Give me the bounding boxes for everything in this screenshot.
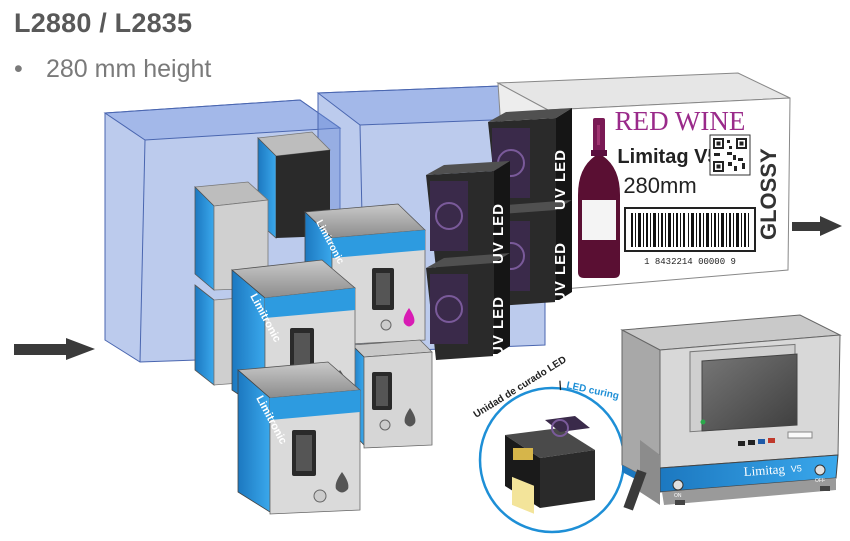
qr-code-icon bbox=[709, 134, 751, 176]
ink-drop-grey-icon bbox=[404, 408, 416, 427]
inset-caption-separator: | bbox=[558, 380, 562, 391]
arrow-right-icon bbox=[792, 216, 842, 236]
on-button[interactable] bbox=[672, 479, 684, 491]
arrow-right-icon bbox=[14, 338, 95, 360]
ink-drop-magenta-icon bbox=[403, 308, 415, 327]
label-model: Limitag V5 bbox=[617, 146, 718, 168]
wine-bottle-icon bbox=[578, 118, 620, 278]
barcode-icon bbox=[624, 207, 756, 252]
off-label: OFF bbox=[815, 478, 825, 484]
ink-drop-grey-icon bbox=[335, 472, 349, 493]
label-finish: GLOSSY bbox=[756, 148, 781, 240]
uv-led-unit-3 bbox=[426, 161, 510, 269]
barcode-number: 1 8432214 00000 9 bbox=[644, 257, 736, 267]
spec-bullet-text: 280 mm height bbox=[46, 55, 212, 83]
controller-key-1[interactable] bbox=[738, 441, 745, 446]
page-title: L2880 / L2835 bbox=[14, 8, 193, 38]
on-label: ON bbox=[674, 493, 682, 499]
limitag-controller bbox=[620, 314, 842, 511]
controller-key-2[interactable] bbox=[748, 440, 755, 445]
label-height: 280mm bbox=[623, 173, 696, 198]
uv-led-label-2: UV LED bbox=[552, 242, 569, 303]
led-curing-unit-inset bbox=[478, 386, 626, 534]
controller-version: V5 bbox=[790, 463, 802, 474]
label-product-name: RED WINE bbox=[615, 106, 746, 136]
off-button[interactable] bbox=[814, 464, 826, 476]
spec-bullet: •280 mm height bbox=[14, 55, 212, 83]
controller-key-4[interactable] bbox=[768, 438, 775, 443]
controller-brand: Limitag bbox=[743, 461, 786, 479]
uv-led-unit-4 bbox=[426, 253, 510, 360]
controller-key-3[interactable] bbox=[758, 439, 765, 444]
controller-screen[interactable] bbox=[701, 353, 798, 432]
usb-slot[interactable] bbox=[787, 431, 813, 439]
uv-led-label-4: UV LED bbox=[490, 296, 507, 357]
printhead-lower-middle bbox=[351, 339, 433, 449]
power-led-icon bbox=[700, 419, 706, 425]
uv-led-label-3: UV LED bbox=[490, 203, 507, 264]
uv-led-label-1: UV LED bbox=[552, 149, 569, 210]
printhead-front-lower bbox=[237, 361, 361, 515]
